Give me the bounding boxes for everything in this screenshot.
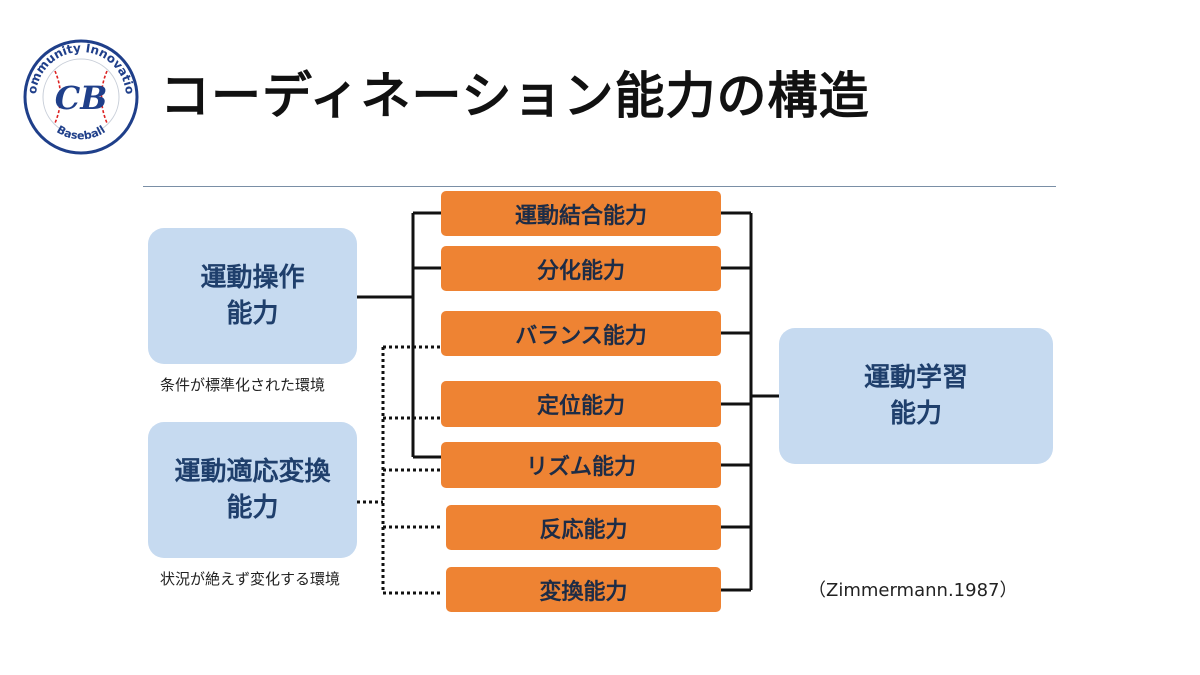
baseball-logo: Community Innovation Baseball CB — [22, 38, 139, 155]
box-line2: 能力 — [226, 299, 279, 329]
box-line2: 能力 — [889, 399, 942, 429]
logo-bottom-text: Baseball — [55, 123, 108, 142]
header-divider — [143, 186, 1056, 187]
box-line1: 運動学習 — [863, 363, 968, 393]
ability-box: バランス能力 — [441, 311, 721, 356]
motor-learning-ability-box: 運動学習 能力 — [779, 328, 1053, 464]
note-changing: 状況が絶えず変化する環境 — [160, 570, 341, 588]
slide-title: コーディネーション能力の構造 — [160, 67, 870, 125]
ability-box: 定位能力 — [441, 381, 721, 427]
citation: （Zimmermann.1987） — [808, 580, 1018, 601]
ability-box: リズム能力 — [441, 442, 721, 488]
box-line1: 運動操作 — [200, 263, 305, 293]
ability-box: 運動結合能力 — [441, 191, 721, 236]
logo-monogram: CB — [55, 79, 108, 117]
ability-box: 分化能力 — [441, 246, 721, 291]
motor-control-ability-box: 運動操作 能力 — [148, 228, 357, 364]
motor-adaptation-ability-box: 運動適応変換 能力 — [148, 422, 357, 558]
note-standardized: 条件が標準化された環境 — [160, 376, 326, 394]
box-line2: 能力 — [226, 493, 279, 523]
ability-box: 反応能力 — [446, 505, 721, 550]
box-line1: 運動適応変換 — [174, 457, 331, 487]
ability-box: 変換能力 — [446, 567, 721, 612]
